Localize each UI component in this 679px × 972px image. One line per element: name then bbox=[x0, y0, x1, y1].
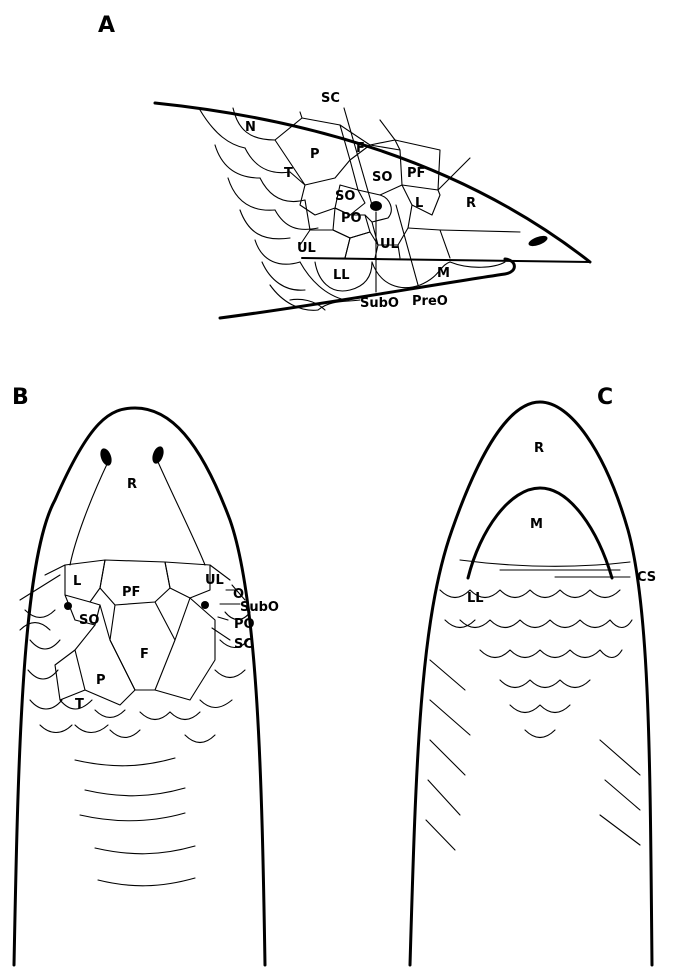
label-a-preo: PreO bbox=[412, 294, 448, 309]
eye-b-right bbox=[201, 601, 209, 609]
label-a-p: P bbox=[310, 147, 320, 162]
scales-c-row-4 bbox=[500, 680, 590, 738]
label-b-subo: SubO bbox=[240, 600, 279, 615]
shield-b-parietal-right bbox=[155, 598, 215, 700]
shield-upper-labial-3 bbox=[345, 232, 378, 258]
shield-b-frontal bbox=[110, 602, 175, 690]
rostral-b-border-right bbox=[158, 462, 205, 565]
label-a-m: M bbox=[437, 266, 450, 281]
panel-a: A SC N bbox=[98, 13, 590, 318]
label-b-t: T bbox=[75, 697, 84, 712]
panel-c-title: C bbox=[597, 385, 613, 410]
nostril-b-left bbox=[98, 447, 114, 467]
shield-b-temporal bbox=[55, 650, 85, 700]
label-a-so1: SO bbox=[335, 189, 355, 204]
body-scales-row-2 bbox=[245, 148, 318, 310]
label-a-sc: SC bbox=[321, 91, 340, 106]
label-b-f: F bbox=[140, 647, 149, 662]
scales-c-row-2 bbox=[460, 620, 632, 628]
label-a-l: L bbox=[415, 196, 423, 211]
scales-c-row-3 bbox=[480, 650, 622, 658]
panel-a-title: A bbox=[98, 13, 115, 38]
body-scales-b bbox=[75, 758, 195, 886]
label-b-pf: PF bbox=[122, 585, 140, 600]
panel-c: C R M LL CS bbox=[410, 385, 656, 965]
label-a-ul2: UL bbox=[380, 237, 399, 252]
shield-b-loreal bbox=[65, 560, 105, 602]
rostral-c-base bbox=[460, 560, 630, 566]
mental-c-outline bbox=[468, 488, 612, 578]
label-b-l: L bbox=[73, 574, 81, 589]
label-a-subo: SubO bbox=[360, 296, 399, 311]
shield-mental bbox=[450, 262, 505, 267]
shield-b-upper-labial bbox=[165, 562, 210, 598]
label-b-ul: UL bbox=[205, 573, 224, 588]
label-a-ll: LL bbox=[333, 268, 350, 283]
label-b-so: SO bbox=[79, 613, 99, 628]
label-a-t: T bbox=[284, 166, 293, 181]
label-c-r: R bbox=[534, 441, 544, 456]
rostral-b-border-left bbox=[70, 462, 108, 565]
label-a-pf: PF bbox=[407, 166, 425, 181]
label-a-po: PO bbox=[341, 211, 362, 226]
label-a-r: R bbox=[466, 196, 476, 211]
label-c-m: M bbox=[530, 517, 543, 532]
label-c-ll: LL bbox=[467, 591, 484, 606]
label-b-sc: SC bbox=[234, 637, 253, 652]
head-b-outline bbox=[14, 408, 265, 965]
label-b-r: R bbox=[127, 477, 137, 492]
head-c-outline bbox=[410, 402, 652, 965]
pointer-preo bbox=[396, 205, 418, 285]
label-a-f: F bbox=[356, 141, 365, 156]
label-a-so2: SO bbox=[372, 170, 392, 185]
label-a-ul1: UL bbox=[297, 241, 316, 256]
label-b-p: P bbox=[96, 673, 106, 688]
label-c-cs: CS bbox=[637, 570, 656, 585]
panel-b-title: B bbox=[12, 385, 29, 410]
mouth-line bbox=[302, 258, 590, 262]
body-scales-c bbox=[426, 660, 640, 850]
panel-b: B R L PF UL O SO SubO bbox=[12, 385, 279, 965]
label-a-n: N bbox=[245, 120, 256, 135]
nostril bbox=[527, 234, 549, 248]
label-b-po: PO bbox=[234, 617, 255, 632]
shield-rostral-borders bbox=[438, 158, 520, 232]
